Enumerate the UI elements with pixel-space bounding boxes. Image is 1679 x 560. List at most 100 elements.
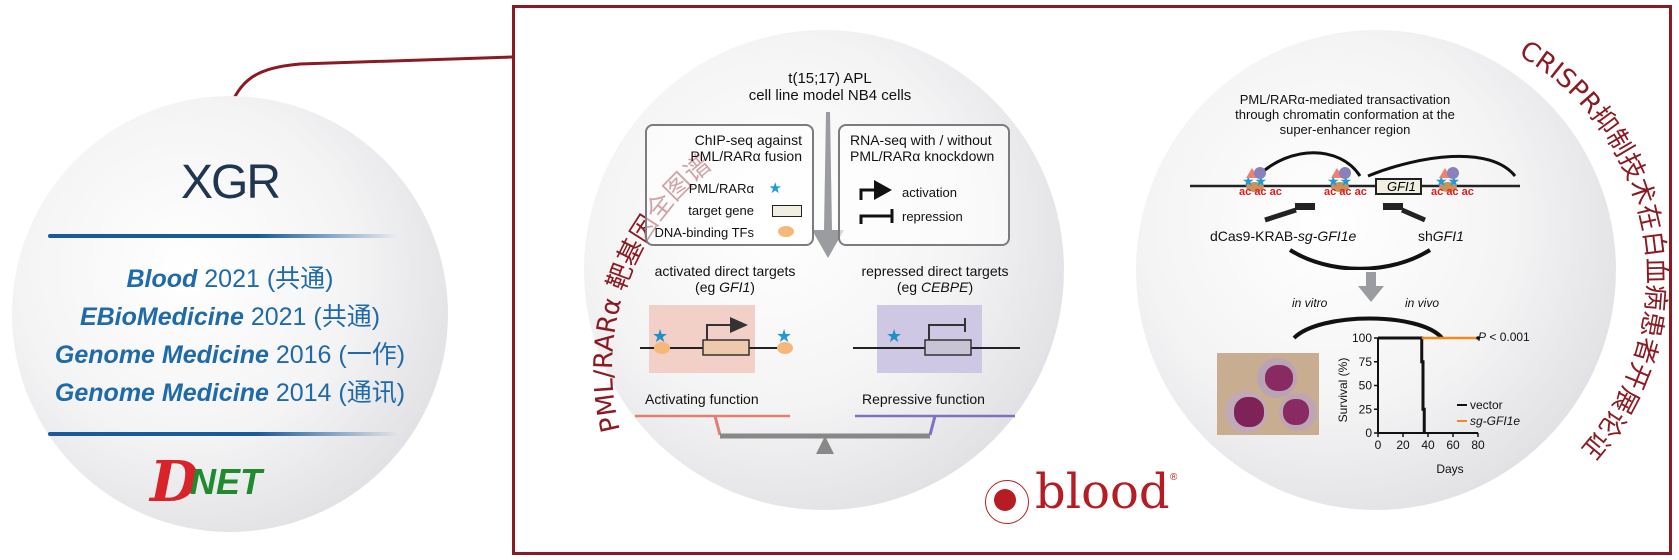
divider-bottom: [48, 432, 398, 436]
down-arrow-icon: [1358, 272, 1384, 302]
y-tick-label: 25: [1359, 402, 1373, 416]
xgr-logo: XGR: [150, 155, 310, 210]
enhancer-site: ★★: [1242, 167, 1267, 192]
content-frame: [512, 5, 1672, 555]
star-icon: ★: [886, 326, 902, 346]
y-tick-label: 75: [1359, 355, 1373, 369]
acetylation-label: ac ac ac: [1239, 186, 1282, 198]
model-header-line1: t(15;17) APL: [788, 70, 872, 87]
chip-title-line1: ChIP-seq against: [694, 132, 802, 148]
author-role: (一作): [338, 341, 406, 369]
repressive-function-label: Repressive function: [862, 391, 985, 407]
chart-legend: vector sg-GFI1e: [1457, 398, 1520, 428]
legend-label: target gene: [688, 203, 754, 218]
repression-bar-icon: [859, 209, 894, 224]
model-header: t(15;17) APL cell line model NB4 cells: [700, 70, 960, 104]
model-header-line2: cell line model NB4 cells: [748, 87, 912, 104]
text-prefix: (eg: [896, 279, 921, 295]
x-tick-label: 0: [1375, 438, 1382, 452]
publications-sphere: [12, 96, 448, 532]
shrna-label: shGFI1: [1418, 228, 1464, 244]
dnet-logo: D NET: [150, 449, 320, 515]
y-axis-label: Survival (%): [1336, 358, 1350, 423]
x-tick-label: 40: [1421, 438, 1435, 452]
publication-item: EBioMedicine 2021 (共通): [0, 297, 460, 333]
gene-box-icon: [772, 205, 802, 217]
publication-item: Genome Medicine 2016 (一作): [0, 335, 460, 371]
star-icon: ★: [652, 326, 668, 346]
header-line1: PML/RARα-mediated transactivation: [1239, 92, 1451, 107]
rna-title-line1: RNA-seq with / without: [850, 132, 992, 148]
repression-bar-icon: [928, 318, 966, 340]
legend-label: repression: [902, 209, 963, 224]
gene-box-icon: [924, 339, 972, 356]
legend-label: DNA-binding TFs: [654, 225, 754, 240]
acetylation-label: ac ac ac: [1324, 186, 1367, 198]
down-arrow-icon: [812, 112, 844, 258]
activated-line1: activated direct targets: [654, 263, 796, 279]
publications-panel: XGR Blood 2021 (共通) EBioMedicine 2021 (共…: [0, 0, 460, 560]
journal-name: EBioMedicine: [79, 303, 244, 331]
publication-year: 2014: [275, 379, 332, 407]
super-enhancer-diagram: ★★ ★★ ★★: [1190, 151, 1520, 270]
publication-item: Genome Medicine 2014 (通讯): [0, 373, 460, 409]
rna-title-line2: PML/RARα knockdown: [850, 148, 995, 164]
x-tick-label: 60: [1446, 438, 1460, 452]
x-tick-label: 80: [1471, 438, 1485, 452]
activated-targets-label: activated direct targets (eg GFI1): [630, 263, 820, 295]
in-vivo-label: in vivo: [1405, 296, 1440, 310]
legend-label: PML/RARα: [688, 181, 754, 196]
ash-seal-icon: [985, 480, 1029, 524]
in-vitro-label: in vitro: [1292, 296, 1328, 310]
enhancer-site: ★★: [1435, 167, 1460, 192]
activated-line2: (eg GFI1): [630, 279, 820, 295]
publication-year: 2016: [275, 341, 332, 369]
y-tick-label: 50: [1359, 379, 1373, 393]
legend-vector: vector: [1470, 398, 1503, 412]
gene-name: GFI1: [1432, 228, 1464, 244]
chip-seq-box: ChIP-seq against PML/RARα fusion PML/RAR…: [645, 124, 814, 246]
star-icon: ★: [776, 326, 792, 346]
publication-year: 2021: [204, 265, 260, 293]
series-line-vector: [1378, 336, 1426, 433]
activation-arrow-icon: [730, 317, 748, 333]
transactivation-header: PML/RARα-mediated transactivation throug…: [1220, 92, 1470, 137]
star-icon: ★: [768, 180, 782, 197]
right-arc-title: CRISPR抑制技术在白血病患者开展论证: [1514, 35, 1670, 464]
chip-seq-title: ChIP-seq against PML/RARα fusion: [690, 132, 802, 164]
author-role: (共通): [313, 303, 381, 331]
gfi1-gene-label: GFI1: [1387, 179, 1416, 194]
dnet-logo-d: D: [150, 449, 199, 515]
gfi1-gene-box: [1375, 178, 1422, 195]
xgr-logo-text: XGR: [180, 156, 281, 209]
activating-function-label: Activating function: [645, 391, 759, 407]
enhancer-site: ★★: [1327, 167, 1352, 192]
text-prefix: dCas9-KRAB-: [1210, 228, 1298, 244]
gene-box-icon: [702, 339, 750, 356]
legend-label: activation: [902, 185, 957, 200]
pml-rara-sphere: [584, 30, 1064, 510]
balance-scale: [635, 414, 1015, 454]
header-line3: super-enhancer region: [1279, 122, 1411, 137]
x-tick-label: 20: [1396, 438, 1410, 452]
branch-curve: [1292, 316, 1444, 340]
gene-name: GFI1: [719, 279, 751, 295]
journal-name: Genome Medicine: [54, 341, 269, 369]
fulcrum-icon: [816, 436, 834, 454]
registered-mark: ®: [1170, 472, 1178, 483]
author-role: (通讯): [338, 379, 406, 407]
acetylation-label: ac ac ac: [1431, 186, 1474, 198]
y-tick-label: 0: [1365, 426, 1372, 440]
crispr-sphere: [1136, 30, 1616, 510]
activated-highlight: [649, 305, 755, 373]
header-line2: through chromatin conformation at the: [1235, 107, 1455, 122]
chip-title-line2: PML/RARα fusion: [690, 148, 802, 164]
guide-name: sg-GFI1e: [1297, 228, 1357, 244]
cell-micrograph: [1217, 353, 1319, 435]
publication-item: Blood 2021 (共通): [0, 259, 460, 295]
dnet-logo-net: NET: [190, 461, 262, 502]
text-suffix: ): [750, 279, 755, 295]
blood-logo-text: blood: [1035, 464, 1170, 520]
oval-icon: [778, 226, 794, 237]
